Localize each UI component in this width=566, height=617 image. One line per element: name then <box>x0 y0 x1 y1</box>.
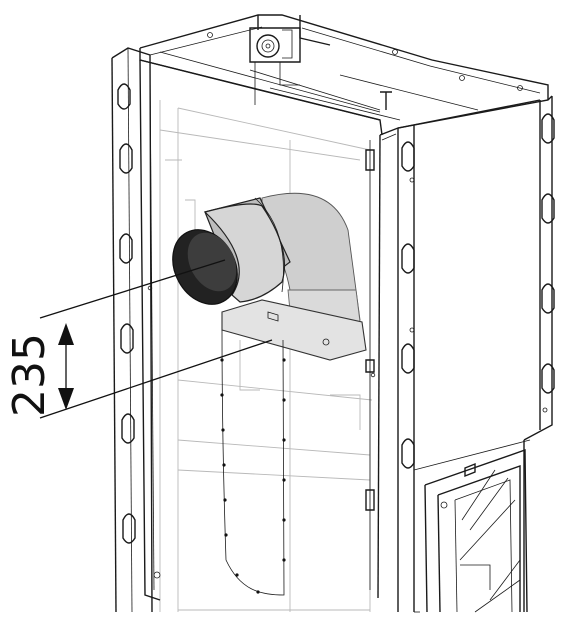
dimension-235: 235 <box>4 259 273 419</box>
service-door <box>424 449 528 613</box>
dimension-extension-line-top <box>39 259 226 319</box>
dimension-value: 235 <box>4 333 55 417</box>
dimension-extension-line-bottom <box>39 339 273 419</box>
cable-chain <box>220 329 286 596</box>
right-cabinet <box>379 95 555 613</box>
top-frame <box>139 14 549 121</box>
left-side-panel <box>111 47 153 613</box>
dimension-arrow-down <box>58 388 74 410</box>
top-fan-motor <box>249 27 392 110</box>
elbow-duct <box>172 192 367 361</box>
front-left-panel <box>139 59 383 601</box>
dimension-arrow-up <box>58 323 74 345</box>
